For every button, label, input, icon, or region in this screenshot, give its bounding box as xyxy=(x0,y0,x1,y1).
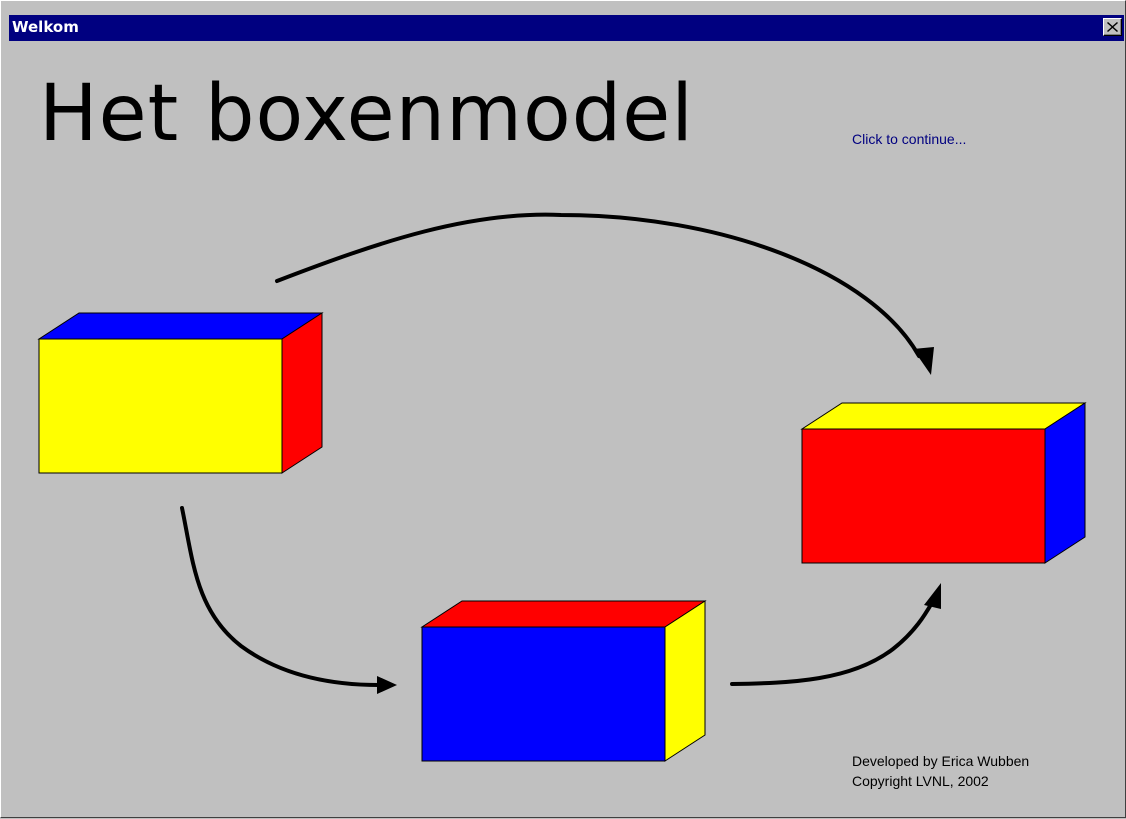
blue-box xyxy=(420,600,707,762)
close-button[interactable] xyxy=(1103,18,1122,36)
window-title: Welkom xyxy=(12,18,79,36)
blue-box-side xyxy=(664,600,706,762)
arrow-yellow-to-red xyxy=(275,212,934,375)
continue-link[interactable]: Click to continue... xyxy=(852,131,967,147)
arrow-yellow-to-blue xyxy=(180,506,397,694)
red-box-front xyxy=(801,428,1046,564)
close-icon xyxy=(1107,22,1118,32)
yellow-box-side xyxy=(281,312,323,474)
credits-copyright: Copyright LVNL, 2002 xyxy=(852,773,989,789)
red-box-side xyxy=(1044,402,1086,564)
red-box xyxy=(800,402,1087,564)
credits-developer: Developed by Erica Wubben xyxy=(852,753,1030,769)
credits: Developed by Erica Wubben Copyright LVNL… xyxy=(852,751,1029,791)
yellow-box-top xyxy=(37,312,324,340)
title-bar[interactable]: Welkom xyxy=(9,15,1124,41)
yellow-box-front xyxy=(38,338,283,474)
red-box-top xyxy=(800,402,1087,430)
page-title: Het boxenmodel xyxy=(39,69,694,159)
yellow-box xyxy=(37,312,324,474)
arrow-blue-to-red xyxy=(730,583,941,686)
blue-box-top xyxy=(420,600,707,628)
blue-box-front xyxy=(421,626,666,762)
